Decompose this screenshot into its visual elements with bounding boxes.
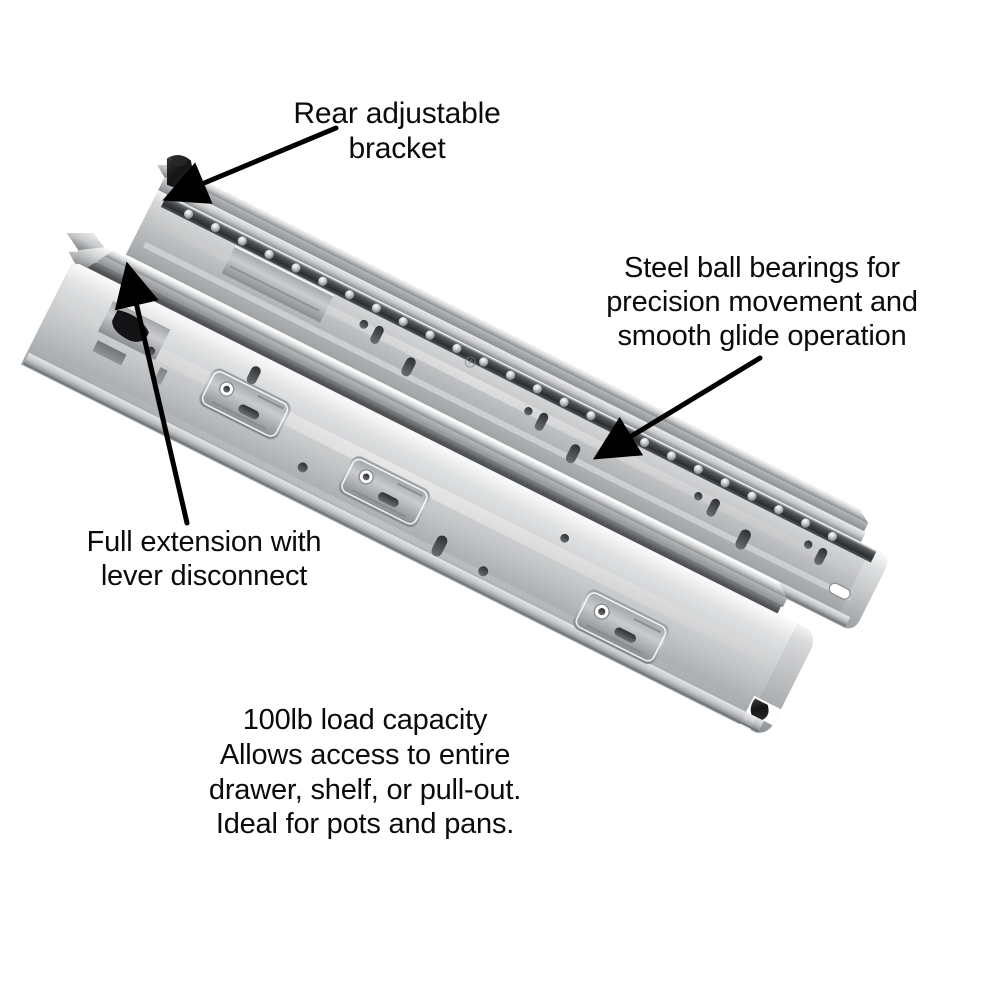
rear-adjustable-bracket: [166, 155, 195, 189]
mounting-holes: [359, 319, 851, 600]
face-holes: [246, 366, 570, 577]
annotation-load-capacity: 100lb load capacity Allows access to ent…: [208, 704, 522, 841]
mounting-bracket-cutout: [199, 368, 669, 665]
rear-slide-rail: [120, 155, 888, 629]
callout-arrow-icon-full-extension: [114, 261, 190, 526]
annotation-rear-bracket: Rear adjustable bracket: [293, 97, 501, 166]
lever-disconnect: [92, 300, 171, 386]
callout-arrow-icon-rear-bracket: [162, 125, 339, 204]
front-slide-rail: [20, 232, 814, 733]
callout-arrows: [114, 125, 763, 526]
stamped-logo-mark: [464, 356, 476, 368]
callout-arrow-icon-ball-bearings: [592, 355, 763, 460]
annotation-ball-bearings: Steel ball bearings for precision moveme…: [606, 252, 918, 353]
annotation-full-extension: Full extension with lever disconnect: [86, 526, 322, 593]
